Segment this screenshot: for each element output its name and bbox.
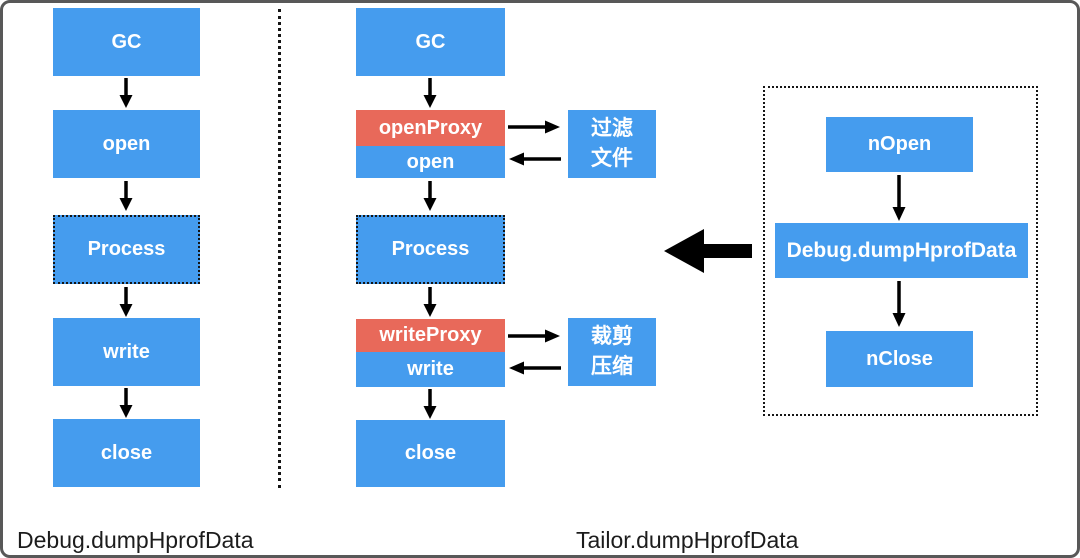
- trim-compress-line2: 压缩: [591, 355, 633, 378]
- trim-compress-line1: 裁剪: [591, 324, 633, 348]
- arrow-down-icon: [892, 175, 906, 221]
- arrow-down-icon: [119, 78, 133, 108]
- right-debug-dump-box: Debug.dumpHprofData: [775, 223, 1028, 278]
- middle-open-box: open: [356, 146, 505, 178]
- filter-file-line1: 过滤: [591, 116, 633, 140]
- right-nclose-box: nClose: [826, 331, 973, 387]
- left-gc-box: GC: [53, 8, 200, 76]
- arrow-down-icon: [423, 78, 437, 108]
- arrow-down-icon: [119, 181, 133, 211]
- arrow-left-icon: [509, 152, 561, 166]
- left-write-box: write: [53, 318, 200, 386]
- arrow-down-icon: [423, 181, 437, 211]
- left-open-box: open: [53, 110, 200, 178]
- arrow-down-icon: [119, 287, 133, 317]
- middle-write-box: write: [356, 352, 505, 387]
- left-flow-caption: Debug.dumpHprofData: [17, 527, 254, 553]
- arrow-left-icon: [509, 361, 561, 375]
- middle-gc-box: GC: [356, 8, 505, 76]
- middle-close-box: close: [356, 420, 505, 487]
- left-process-box: Process: [53, 215, 200, 284]
- arrow-down-icon: [423, 287, 437, 317]
- arrow-right-icon: [508, 120, 560, 134]
- dotted-separator-line: [278, 9, 281, 488]
- middle-process-box: Process: [356, 215, 505, 284]
- right-nopen-box: nOpen: [826, 117, 973, 172]
- left-close-box: close: [53, 419, 200, 487]
- middle-flow-caption: Tailor.dumpHprofData: [576, 527, 799, 553]
- arrow-right-icon: [508, 329, 560, 343]
- middle-open-proxy-box: openProxy: [356, 110, 505, 146]
- native-impl-group-box: [763, 86, 1038, 416]
- filter-file-line2: 文件: [591, 147, 633, 170]
- arrow-down-icon: [119, 388, 133, 418]
- big-left-arrow-icon: [664, 229, 752, 273]
- trim-compress-box: 裁剪 压缩: [568, 318, 656, 386]
- arrow-down-icon: [423, 389, 437, 419]
- middle-write-proxy-box: writeProxy: [356, 319, 505, 352]
- filter-file-box: 过滤 文件: [568, 110, 656, 178]
- arrow-down-icon: [892, 281, 906, 327]
